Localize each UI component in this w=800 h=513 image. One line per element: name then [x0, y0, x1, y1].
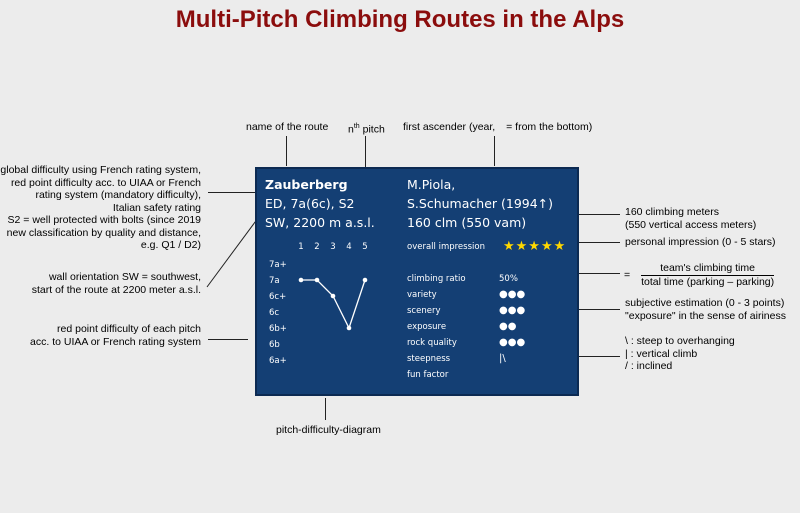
global-difficulty-line: global difficulty using French rating sy…	[0, 164, 201, 176]
difficulty-level-label: 7a	[269, 276, 280, 286]
rating-value: 50%	[499, 274, 518, 284]
label-global-difficulty: global difficulty using French rating sy…	[0, 164, 201, 252]
global-difficulty-line: new classification by quality and distan…	[6, 226, 201, 239]
connector-steepness	[578, 356, 620, 357]
label-personal-impression: personal impression (0 - 5 stars)	[625, 236, 776, 248]
label-first-ascender: first ascender (year, = from the bottom)	[403, 121, 593, 133]
connector-impression	[578, 242, 620, 243]
global-difficulty-line: rating system (mandatory difficulty),	[35, 189, 201, 201]
rating-value: ●●●	[499, 305, 526, 316]
wall-orientation-line: start of the route at 2200 meter a.s.l.	[31, 283, 201, 296]
pitch-difficulty-point	[298, 277, 304, 283]
pitch-number-label: 5	[362, 242, 367, 252]
rating-value: ●●●	[499, 289, 526, 300]
pitch-difficulty-point	[314, 277, 320, 283]
label-wall-orientation: wall orientation SW = southwest,start of…	[0, 271, 201, 296]
global-difficulty-line: red point difficulty acc. to UIAA or Fre…	[10, 176, 201, 189]
overall-impression-stars: ★★★★★	[503, 239, 567, 254]
pitch-difficulty-point	[330, 293, 336, 299]
pitch-difficulty-line	[301, 279, 366, 330]
connector-first-ascender	[494, 136, 495, 166]
pitch-difficulty-diagram: 1 2 3 4 5 7a+ 7a 6c+ 6c 6b+ 6b 6a+	[269, 242, 368, 366]
label-pitch-diagram: pitch-difficulty-diagram	[276, 424, 381, 436]
red-point-pitch-line: acc. to UIAA or French rating system	[30, 335, 201, 348]
red-point-pitch-line: red point difficulty of each pitch	[57, 323, 201, 335]
difficulty-level-label: 6c	[269, 308, 279, 318]
route-name: Zauberberg	[265, 177, 348, 192]
steepness-legend-line: / : inclined	[625, 360, 673, 372]
connector-meters	[578, 214, 620, 215]
subjective-estimation-line: "exposure" in the sense of airiness	[625, 309, 786, 322]
route-orientation: SW, 2200 m a.s.l.	[265, 215, 375, 230]
rating-label: climbing ratio	[407, 274, 466, 284]
label-climbing-ratio: = team's climbing time total time (parki…	[624, 262, 775, 288]
difficulty-level-label: 6b	[269, 340, 280, 350]
difficulty-level-label: 6a+	[269, 356, 287, 366]
rating-label: exposure	[407, 322, 447, 332]
pitch-number-label: 4	[346, 242, 351, 252]
first-ascender-1: M.Piola,	[407, 177, 456, 192]
steepness-legend-line: | : vertical climb	[625, 347, 698, 360]
pitch-difficulty-point	[362, 277, 368, 283]
connector-global-difficulty	[208, 192, 257, 193]
rating-label: steepness	[407, 354, 451, 364]
connector-route-name	[286, 136, 287, 166]
label-climbing-meters: 160 climbing meters(550 vertical access …	[625, 206, 756, 231]
rating-label: rock quality	[407, 338, 457, 348]
steepness-legend-line: \ : steep to overhanging	[625, 335, 735, 347]
difficulty-level-label: 6b+	[269, 324, 287, 334]
route-card: Zauberberg ED, 7a(6c), S2 SW, 2200 m a.s…	[255, 167, 579, 396]
pitch-number-label: 2	[314, 242, 319, 252]
route-difficulty: ED, 7a(6c), S2	[265, 196, 355, 211]
connector-ratio	[578, 273, 620, 274]
difficulty-level-label: 6c+	[269, 292, 286, 302]
label-route-name: name of the route	[246, 121, 329, 133]
connector-subjective	[578, 309, 620, 310]
difficulty-level-label: 7a+	[269, 260, 287, 270]
global-difficulty-line: S2 = well protected with bolts (since 20…	[7, 214, 201, 226]
rating-value: ●●	[499, 321, 517, 332]
rating-value: ●●●	[499, 337, 526, 348]
global-difficulty-line: Italian safety rating	[112, 201, 201, 214]
first-ascender-2: S.Schumacher (1994↑)	[407, 196, 554, 211]
subjective-estimation-line: subjective estimation (0 - 3 points)	[625, 297, 785, 309]
connector-diagram	[325, 398, 326, 420]
global-difficulty-line: e.g. Q1 / D2)	[140, 239, 201, 251]
label-nth-pitch: nth pitch	[348, 123, 385, 136]
rating-label: variety	[407, 290, 437, 300]
wall-orientation-line: wall orientation SW = southwest,	[48, 271, 201, 283]
connector-orientation	[206, 213, 262, 288]
climbing-meters: 160 clm (550 vam)	[407, 215, 527, 230]
label-steepness-legend: \ : steep to overhanging| : vertical cli…	[625, 335, 735, 373]
page-title: Multi-Pitch Climbing Routes in the Alps	[175, 6, 625, 33]
rating-label: fun factor	[407, 370, 449, 380]
rating-label: scenery	[407, 306, 441, 316]
rating-value: |\	[499, 353, 506, 364]
pitch-difficulty-point	[346, 325, 352, 331]
pitch-number-label: 3	[330, 242, 335, 252]
connector-red-point	[208, 339, 248, 340]
label-subjective-estimation: subjective estimation (0 - 3 points)"exp…	[625, 297, 786, 322]
climbing-meters-line: (550 vertical access meters)	[625, 218, 757, 231]
overall-impression-label: overall impression	[407, 242, 485, 252]
pitch-number-label: 1	[298, 242, 303, 252]
climbing-meters-line: 160 climbing meters	[625, 206, 719, 218]
